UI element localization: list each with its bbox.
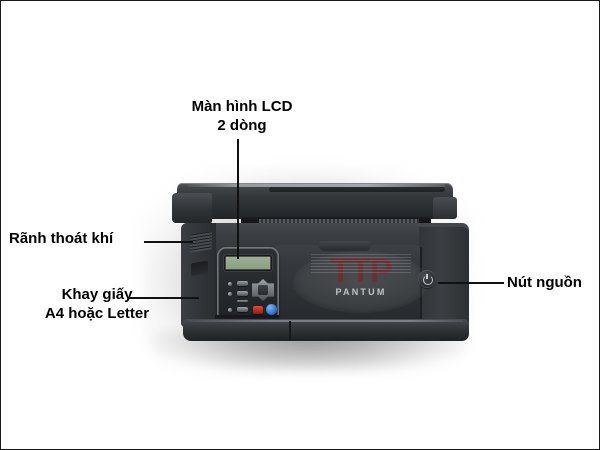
air-vent-slots <box>190 231 212 253</box>
lcd-display <box>224 255 272 271</box>
callout-leader-power <box>438 282 504 284</box>
watermark-ellipse <box>293 251 429 313</box>
power-icon <box>423 273 433 285</box>
panel-button-3[interactable] <box>237 307 248 312</box>
start-button[interactable] <box>266 304 277 315</box>
scanner-lid-hinge-right <box>433 197 457 219</box>
callout-label-paper-tray: Khay giấy A4 hoặc Letter <box>44 286 150 322</box>
side-recess-slot <box>191 260 208 277</box>
callout-leader-paper-tray <box>129 297 199 299</box>
stop-button[interactable] <box>253 306 263 314</box>
watermark-text: TTP <box>330 252 392 290</box>
scanner-lid-groove <box>269 187 445 192</box>
paper-tray <box>183 319 469 341</box>
status-led-2 <box>228 292 232 296</box>
paper-tray-highlight <box>189 320 463 322</box>
scanner-lid-hinge-left <box>172 193 212 223</box>
callout-label-power: Nút nguồn <box>507 274 582 291</box>
status-led-3 <box>228 308 232 312</box>
callout-leader-lcd <box>237 139 239 259</box>
navigation-ok-button[interactable] <box>258 285 268 295</box>
panel-divider-line <box>237 300 248 302</box>
front-cover <box>273 245 421 323</box>
callout-leader-vent <box>144 241 193 243</box>
callout-label-vent: Rãnh thoát khí <box>9 230 114 247</box>
panel-button-2[interactable] <box>237 291 248 296</box>
brand-logo-text: PANTUM <box>335 287 387 297</box>
status-led-1 <box>228 282 232 286</box>
scanner-output-ribs <box>259 219 419 223</box>
panel-button-1[interactable] <box>237 281 248 286</box>
paper-tray-seam <box>289 321 291 340</box>
callout-label-lcd: Màn hình LCD 2 dòng <box>191 98 293 134</box>
front-cover-handle <box>319 241 371 251</box>
scanner-lid-highlight <box>187 184 445 187</box>
